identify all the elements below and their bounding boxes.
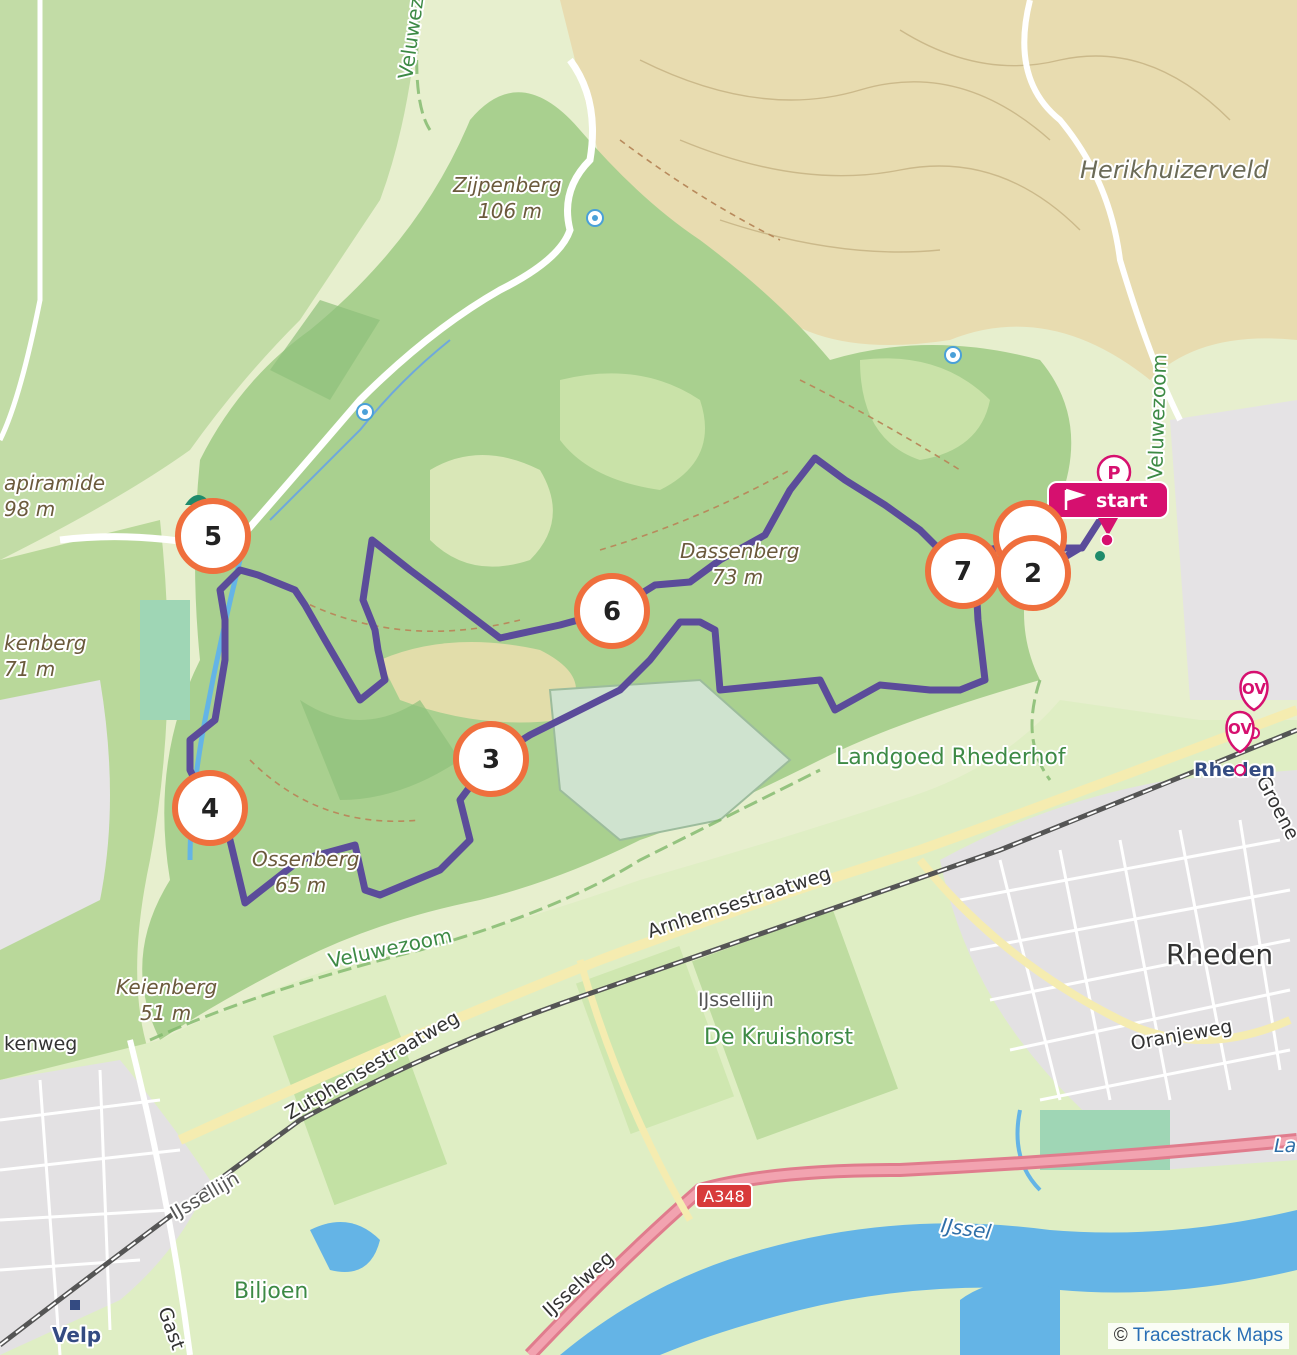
waypoint-circle bbox=[172, 770, 248, 846]
clearing-3 bbox=[560, 373, 705, 490]
rheden-streets bbox=[959, 819, 1291, 1102]
label-herikhuizerveld: Herikhuizerveld bbox=[1080, 156, 1269, 184]
label-ossenberg: Ossenberg bbox=[252, 847, 359, 871]
road-left bbox=[0, 0, 43, 442]
map-attribution: © Tracestrack Maps bbox=[1107, 1323, 1289, 1349]
railway-dashes bbox=[0, 729, 1297, 1346]
label-pyramide-height: 98 m bbox=[4, 497, 55, 521]
ov-marker-2[interactable]: OV bbox=[1225, 710, 1255, 776]
field-2 bbox=[575, 946, 735, 1134]
label-pyramide: apiramide bbox=[4, 471, 105, 495]
field-1 bbox=[272, 994, 448, 1206]
canal bbox=[1015, 1109, 1042, 1192]
waypoint-label: 4 bbox=[201, 794, 219, 824]
road-arnhemsestraatweg bbox=[177, 705, 1297, 1145]
copyright-symbol: © bbox=[1113, 1325, 1128, 1346]
rheden-residential-top bbox=[1170, 400, 1297, 700]
forest-main bbox=[142, 92, 1072, 1041]
label-ijssellijn-center: IJssellijn bbox=[698, 989, 774, 1011]
start-label: start bbox=[1096, 490, 1148, 512]
label-kenberg-height: 71 m bbox=[4, 657, 55, 681]
start-marker[interactable]: start bbox=[1047, 481, 1169, 561]
waypoint-marker-4[interactable]: 4 bbox=[172, 770, 248, 846]
viewpoint-icon-2[interactable] bbox=[356, 403, 374, 421]
parking-marker[interactable]: P bbox=[1096, 454, 1132, 490]
clearing-4 bbox=[860, 358, 990, 460]
waypoint-label: 7 bbox=[954, 557, 972, 587]
waypoint-label: 5 bbox=[204, 522, 222, 552]
motorway-a348-inner bbox=[527, 1136, 1297, 1355]
waypoint-label: 2 bbox=[1024, 559, 1042, 589]
waypoint-label: 3 bbox=[482, 745, 500, 775]
svg-text:OV: OV bbox=[1242, 680, 1266, 698]
viewpoint-icon-1[interactable] bbox=[586, 209, 604, 227]
velp-streets bbox=[0, 1069, 181, 1355]
attribution-link[interactable]: Tracestrack Maps bbox=[1132, 1325, 1283, 1346]
clearing-1 bbox=[430, 455, 553, 567]
label-velp: Velp bbox=[52, 1323, 101, 1347]
label-zijpenberg-height: 106 m bbox=[478, 199, 542, 223]
waypoint-circle bbox=[453, 721, 529, 797]
road-oranjeweg bbox=[916, 857, 1292, 1044]
a348-shield: A348 bbox=[695, 1183, 753, 1209]
label-kenweg: kenweg bbox=[4, 1033, 77, 1055]
label-keienberg-height: 51 m bbox=[140, 1001, 191, 1025]
waypoint-marker-5[interactable]: 5 bbox=[175, 498, 251, 574]
waypoint-label: 6 bbox=[603, 597, 621, 627]
stream-top bbox=[269, 339, 451, 521]
waypoint-marker-6[interactable]: 6 bbox=[574, 573, 650, 649]
pond-biljoen bbox=[310, 1222, 380, 1272]
label-rheden-town: Rheden bbox=[1166, 938, 1273, 971]
trails bbox=[249, 139, 961, 823]
hiking-route bbox=[186, 454, 1104, 907]
clearing-2 bbox=[380, 642, 576, 723]
label-dassenberg-height: 73 m bbox=[712, 565, 763, 589]
svg-text:P: P bbox=[1107, 463, 1120, 484]
waypoint-marker-7[interactable]: 7 bbox=[925, 533, 1001, 609]
lake-right bbox=[960, 1282, 1060, 1355]
forest-upper-left bbox=[0, 0, 420, 560]
label-biljoen: Biljoen bbox=[234, 1279, 308, 1304]
waypoint-marker-2[interactable]: 2 bbox=[995, 535, 1071, 611]
road-gastweg bbox=[127, 1039, 193, 1355]
label-keienberg: Keienberg bbox=[116, 975, 217, 999]
svg-text:A348: A348 bbox=[703, 1187, 744, 1206]
heath-contours bbox=[639, 29, 1231, 253]
town-velp-west bbox=[0, 680, 110, 950]
label-ossenberg-height: 65 m bbox=[275, 873, 326, 897]
field-3 bbox=[692, 910, 898, 1140]
label-landgoed: Landgoed Rhederhof bbox=[836, 745, 1067, 770]
viewpoint-icon-3[interactable] bbox=[944, 346, 962, 364]
waypoint-circle bbox=[925, 533, 1001, 609]
road-top-right bbox=[1021, 0, 1183, 422]
ijssel-river bbox=[560, 1210, 1297, 1355]
waypoint-circle bbox=[574, 573, 650, 649]
forest-dark-band bbox=[270, 300, 460, 800]
label-dassenberg: Dassenberg bbox=[680, 539, 799, 563]
svg-text:OV: OV bbox=[1228, 720, 1252, 738]
waypoint-circle bbox=[175, 498, 251, 574]
waypoint-marker-3[interactable]: 3 bbox=[453, 721, 529, 797]
label-kruishorst: De Kruishorst bbox=[704, 1025, 853, 1050]
town-rheden bbox=[940, 770, 1297, 1170]
label-kenberg: kenberg bbox=[4, 631, 86, 655]
sports-fields-2 bbox=[140, 600, 190, 720]
station-velp-icon[interactable] bbox=[70, 1300, 80, 1310]
label-zijpenberg: Zijpenberg bbox=[452, 173, 561, 197]
waypoint-layer: 2 3 4 5 6 7 bbox=[172, 498, 1071, 846]
label-la: La bbox=[1274, 1135, 1296, 1157]
park-boundary bbox=[149, 0, 1052, 1042]
flag-icon bbox=[1064, 488, 1087, 510]
label-veluwezoom-right: Veluwezoom bbox=[1143, 354, 1171, 481]
